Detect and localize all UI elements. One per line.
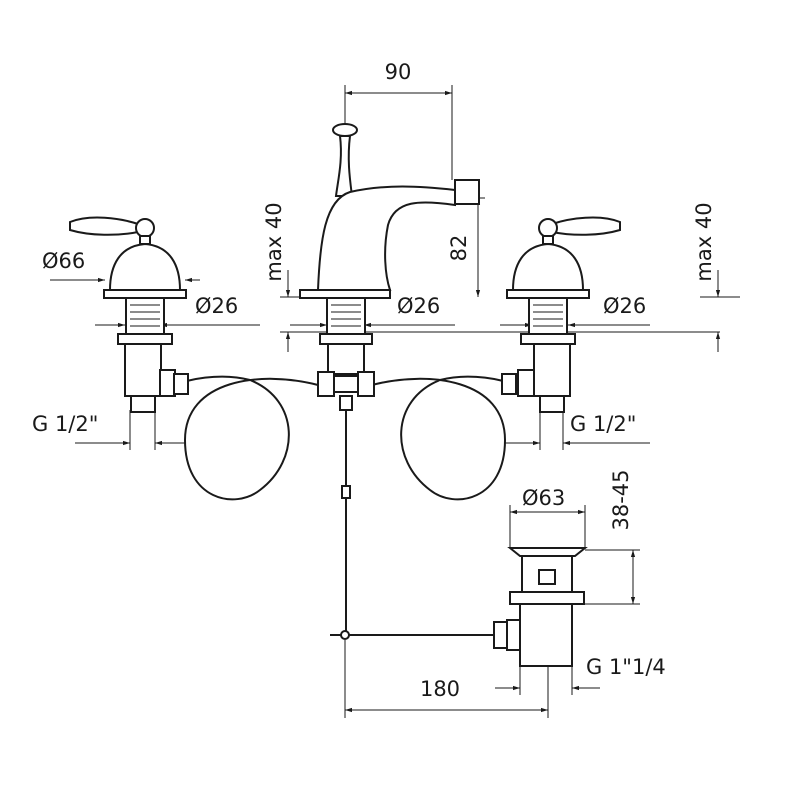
dim-max40-right: max 40 xyxy=(692,202,716,281)
central-spout xyxy=(173,123,517,640)
pop-up-waste xyxy=(493,547,588,667)
dim-38-45: 38-45 xyxy=(609,469,633,530)
dim-d26-right: Ø26 xyxy=(603,294,646,318)
dim-90: 90 xyxy=(385,60,412,84)
dimension-lines xyxy=(50,85,740,718)
dim-82: 82 xyxy=(447,235,471,262)
left-handle-valve xyxy=(69,216,187,413)
dim-g12-right: G 1/2" xyxy=(570,412,636,436)
dim-d26-center: Ø26 xyxy=(397,294,440,318)
dim-g12-left: G 1/2" xyxy=(32,412,98,436)
dim-d26-left: Ø26 xyxy=(195,294,238,318)
flexible-hoses xyxy=(174,375,516,501)
dim-d66: Ø66 xyxy=(42,249,85,273)
dimension-labels: 90 max 40 82 max 40 Ø66 Ø26 Ø26 Ø26 G 1/… xyxy=(32,60,716,701)
right-handle-valve xyxy=(506,216,621,413)
dim-g1-1-4: G 1"1/4 xyxy=(586,655,666,679)
dim-180: 180 xyxy=(420,677,460,701)
dim-d63: Ø63 xyxy=(522,486,565,510)
dim-max40-left: max 40 xyxy=(262,202,286,281)
